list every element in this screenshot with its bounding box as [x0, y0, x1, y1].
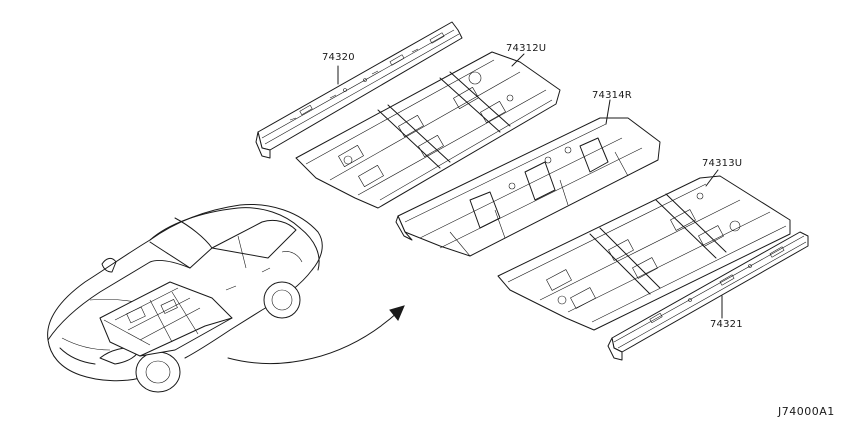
part-74313U-floor — [497, 169, 791, 331]
part-74312U-floor — [295, 51, 561, 209]
part-74314R-floor — [395, 99, 661, 257]
leader-74312U — [511, 53, 525, 67]
part-74321-rail — [607, 231, 809, 361]
diagram-code: J74000A1 — [778, 405, 835, 418]
part-label-74314R: 74314R — [592, 90, 632, 101]
part-label-74313U: 74313U — [702, 158, 743, 169]
leader-74314R — [605, 99, 611, 125]
part-label-74312U: 74312U — [506, 43, 547, 54]
part-74320-rail — [255, 21, 463, 159]
leader-74313U — [705, 169, 719, 187]
part-label-74321: 74321 — [710, 319, 743, 330]
car-body-drawing — [47, 203, 323, 393]
car-floor-highlight — [99, 281, 233, 357]
direction-arrow — [227, 305, 405, 364]
part-label-74320: 74320 — [322, 52, 355, 63]
